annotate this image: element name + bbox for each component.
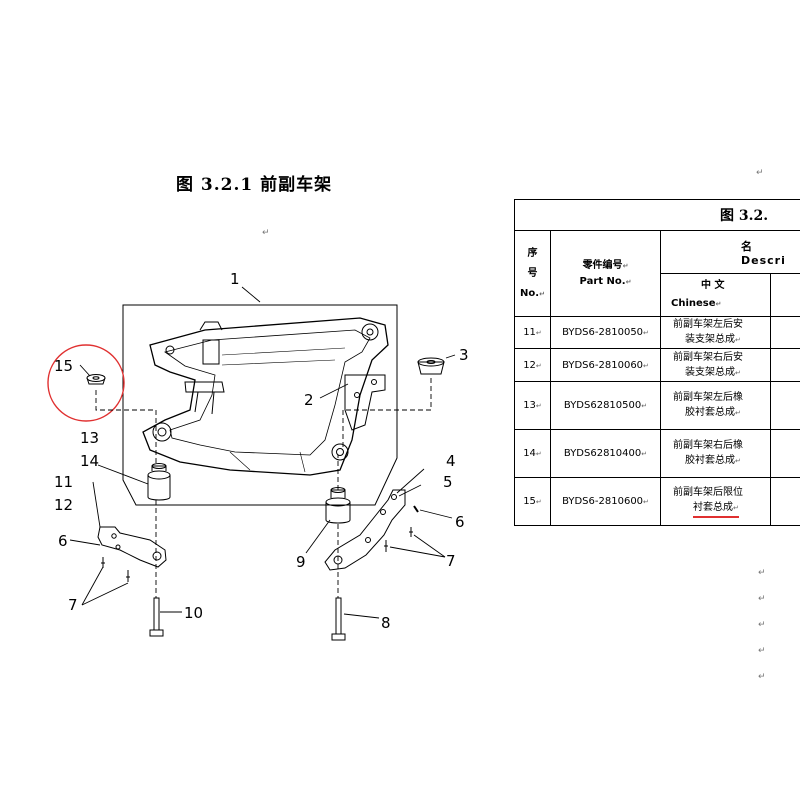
highlight-circle (47, 344, 125, 422)
callout-6: 6 (455, 513, 465, 531)
table-row: 12↵ BYDS6-2810060↵ 前副车架右后安装支架总成↵ (514, 348, 800, 382)
paragraph-mark: ↵ (758, 568, 766, 578)
paragraph-mark: ↵ (758, 672, 766, 682)
subframe-body (142, 317, 389, 476)
header-part-no: 零件编号↵ Part No.↵ (550, 230, 661, 317)
paragraph-mark: ↵ (758, 646, 766, 656)
paragraph-mark: ↵ (262, 228, 270, 238)
callout-3: 3 (459, 346, 469, 364)
callout-11: 11 (54, 473, 73, 491)
bolt-part-8 (335, 597, 342, 635)
callout-13: 13 (80, 429, 99, 447)
callout-15: 15 (54, 357, 73, 375)
callout-2: 2 (304, 391, 314, 409)
bracket-part-2 (344, 374, 386, 431)
callout-14: 14 (80, 452, 99, 470)
callout-12: 12 (54, 496, 73, 514)
figure-title: 图 3.2.1 前副车架 (176, 175, 333, 195)
bracket-part-11-12 (97, 526, 167, 568)
callout-10: 10 (184, 604, 203, 622)
bracket-part-4-5 (324, 489, 406, 571)
header-no: 序 号 No.↵ (514, 230, 551, 317)
assembly-frame (122, 304, 398, 506)
table-row: 13↵ BYDS62810500↵ 前副车架左后橡胶衬套总成↵ (514, 381, 800, 430)
callout-9: 9 (296, 553, 306, 571)
highlighted-name: 衬套总成↵ (693, 500, 739, 518)
callout-8: 8 (381, 614, 391, 632)
paragraph-mark: ↵ (758, 620, 766, 630)
paragraph-mark: ↵ (756, 168, 764, 178)
bushing-part-13-14 (147, 475, 171, 501)
bolt-part-10 (153, 597, 160, 631)
header-chinese: 中 文 Chinese↵ (660, 273, 771, 317)
table-row: 14↵ BYDS62810400↵ 前副车架右后橡胶衬套总成↵ (514, 429, 800, 478)
callout-1: 1 (230, 270, 240, 288)
header-name: 名 Descri (659, 230, 800, 274)
callout-7: 7 (446, 552, 456, 570)
callout-5: 5 (443, 473, 453, 491)
bushing-part-9 (325, 502, 351, 524)
table-row: 11↵ BYDS6-2810050↵ 前副车架左后安装支架总成↵ (514, 316, 800, 349)
callout-7-left: 7 (68, 596, 78, 614)
callout-6-left: 6 (58, 532, 68, 550)
table-title: 图 3.2. (513, 199, 800, 231)
paragraph-mark: ↵ (758, 594, 766, 604)
header-no-en: No.↵ (520, 287, 545, 299)
parts-table: 图 3.2. 序 号 No.↵ 零件编号↵ Part No.↵ 名 Descri… (513, 199, 800, 526)
callout-4: 4 (446, 452, 456, 470)
table-row: 15↵ BYDS6-2810600↵ 前副车架后限位衬套总成↵ (514, 477, 800, 526)
